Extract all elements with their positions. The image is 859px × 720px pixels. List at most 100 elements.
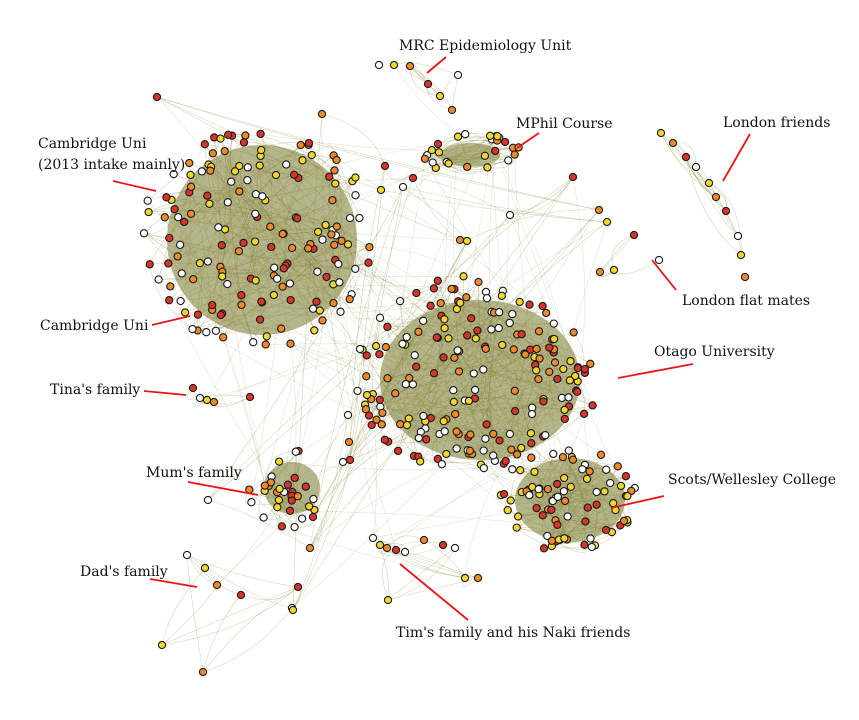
graph-node xyxy=(372,415,381,424)
graph-node xyxy=(377,420,386,429)
graph-node xyxy=(483,163,492,172)
graph-node xyxy=(273,274,282,283)
graph-edge xyxy=(207,214,511,501)
graph-node xyxy=(416,457,425,466)
graph-node xyxy=(257,297,266,306)
label-cambridge-2013-line2: (2013 intake mainly) xyxy=(38,157,185,173)
graph-node xyxy=(485,131,495,140)
graph-node xyxy=(170,205,179,214)
graph-node xyxy=(553,479,562,489)
graph-node xyxy=(691,162,701,172)
graph-node xyxy=(513,512,523,521)
graph-edge xyxy=(186,554,299,588)
graph-edge xyxy=(202,607,293,673)
graph-node xyxy=(236,590,246,600)
graph-node xyxy=(174,213,183,222)
graph-node xyxy=(241,131,250,140)
graph-node xyxy=(553,374,562,384)
graph-node xyxy=(182,550,192,560)
graph-node xyxy=(270,263,279,272)
graph-node xyxy=(157,640,167,650)
graph-node xyxy=(428,158,437,167)
graph-edge xyxy=(349,186,404,461)
graph-node xyxy=(169,169,178,179)
graph-edge xyxy=(291,434,471,609)
graph-node xyxy=(471,334,480,343)
graph-node xyxy=(412,288,421,298)
graph-node xyxy=(389,60,399,70)
graph-node xyxy=(506,496,515,505)
graph-node xyxy=(568,172,578,182)
graph-node xyxy=(396,420,405,429)
graph-node xyxy=(469,369,478,378)
graph-edge xyxy=(240,586,299,601)
graph-edge xyxy=(206,331,370,416)
graph-node xyxy=(217,241,226,250)
graph-node xyxy=(437,460,447,469)
graph-node xyxy=(262,332,271,341)
graph-node xyxy=(582,474,592,483)
graph-node xyxy=(538,511,547,520)
graph-node xyxy=(532,366,541,375)
graph-edge xyxy=(572,176,586,382)
graph-node xyxy=(429,284,439,293)
graph-node xyxy=(338,457,348,467)
graph-edge xyxy=(412,177,511,216)
graph-node xyxy=(212,580,222,590)
graph-node xyxy=(290,522,299,532)
callout-dad-family xyxy=(149,578,198,588)
graph-node xyxy=(288,605,298,615)
graph-node xyxy=(553,492,562,501)
graph-node xyxy=(509,345,518,354)
graph-node xyxy=(321,220,330,230)
graph-node xyxy=(223,279,232,289)
graph-node xyxy=(629,230,639,240)
graph-edge xyxy=(399,424,442,465)
graph-node xyxy=(330,166,339,175)
graph-node xyxy=(487,325,496,334)
graph-node xyxy=(560,534,569,543)
graph-node xyxy=(296,140,305,150)
graph-node xyxy=(549,319,558,328)
graph-node xyxy=(499,489,509,499)
graph-node xyxy=(351,173,360,182)
callout-mrc xyxy=(426,56,447,74)
graph-node xyxy=(440,323,449,333)
graph-node xyxy=(463,162,472,172)
graph-node xyxy=(180,217,189,227)
graph-node xyxy=(304,138,314,148)
graph-node xyxy=(426,301,435,310)
label-london-flatmates: London flat mates xyxy=(682,293,810,309)
graph-node xyxy=(460,573,470,583)
graph-node xyxy=(545,367,554,376)
graph-node xyxy=(198,667,208,677)
graph-node xyxy=(408,380,418,389)
graph-node xyxy=(447,105,457,115)
graph-node xyxy=(402,332,411,342)
graph-node xyxy=(586,359,595,368)
graph-node xyxy=(223,198,232,207)
graph-edge xyxy=(489,135,571,362)
label-tim-family: Tim's family and his Naki friends xyxy=(396,625,630,641)
graph-node xyxy=(473,326,482,335)
graph-node xyxy=(530,467,539,476)
graph-node xyxy=(273,503,282,512)
label-dad-family: Dad's family xyxy=(80,564,168,580)
graph-node xyxy=(375,313,385,322)
graph-node xyxy=(482,294,492,303)
graph-node xyxy=(560,414,569,424)
graph-edge xyxy=(660,132,717,198)
graph-node xyxy=(285,506,295,515)
graph-node xyxy=(592,487,601,497)
cluster-hub-2 xyxy=(515,458,625,542)
graph-node xyxy=(202,395,212,405)
graph-node xyxy=(559,487,569,496)
graph-edge xyxy=(402,186,608,223)
graph-node xyxy=(568,455,578,464)
graph-node xyxy=(144,207,153,217)
graph-node xyxy=(439,417,448,426)
graph-node xyxy=(293,582,303,592)
graph-node xyxy=(186,182,196,191)
graph-node xyxy=(195,393,205,403)
graph-node xyxy=(251,209,260,218)
